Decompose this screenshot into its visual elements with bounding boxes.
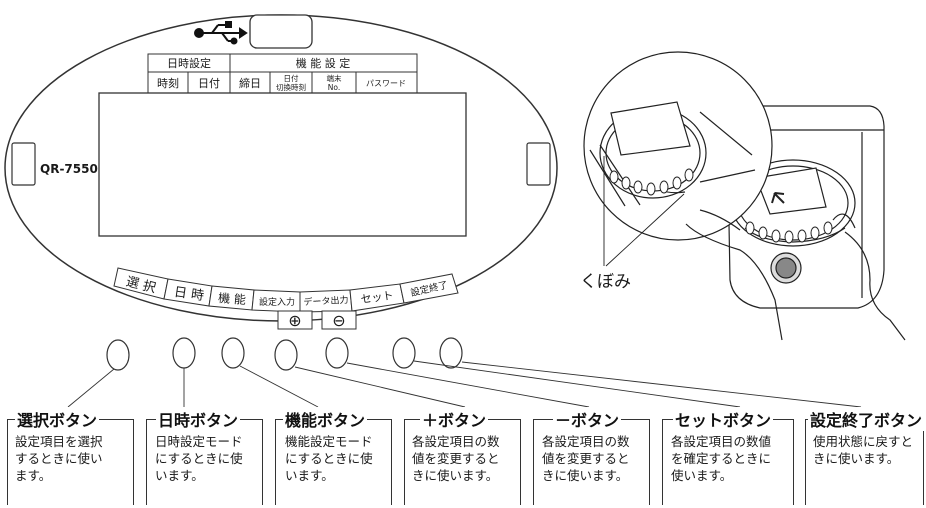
callout-title-function: 機能ボタン — [283, 407, 368, 431]
callout-title-set: セットボタン — [673, 407, 774, 431]
header-sub-terminal-2: No. — [328, 83, 340, 92]
header-sub-terminal-1: 端末 — [327, 73, 342, 83]
key-label-function: 機 能 — [218, 290, 247, 307]
function-button[interactable] — [221, 337, 245, 369]
setting-end-button[interactable] — [439, 337, 463, 369]
plus-button[interactable] — [274, 339, 298, 371]
key-label-band — [113, 267, 459, 330]
header-sub-password: パスワード — [366, 79, 406, 88]
callout-desc-select: 設定項目を選択 するときに使い ます。 — [15, 434, 103, 483]
recess-leaders — [603, 156, 685, 267]
callout-desc-setting-end: 使用状態に戻すと きに使います。 — [813, 434, 914, 466]
callout-title-datetime: 日時ボタン — [156, 407, 241, 431]
key-label-datetime: 日 時 — [173, 285, 205, 304]
leader-lines — [67, 360, 862, 408]
recess-label: くぼみ — [580, 272, 631, 292]
header-sub-date: 日付 — [198, 77, 220, 90]
button-ring-photo — [609, 168, 833, 244]
callout-desc-function: 機能設定モード にするときに使 います。 — [285, 434, 373, 483]
header-group-datetime: 日時設定 — [167, 56, 211, 70]
side-slot-left — [11, 142, 36, 186]
usb-port — [249, 14, 313, 49]
header-sub-date-switch-1: 日付 — [284, 73, 299, 83]
callout-desc-datetime: 日時設定モード にするときに使 います。 — [155, 434, 243, 483]
key-label-set: セット — [360, 289, 394, 306]
select-button[interactable] — [106, 339, 130, 371]
usb-icon — [194, 21, 248, 45]
callout-title-setting-end: 設定終了ボタン — [808, 407, 925, 431]
callout-desc-minus: 各設定項目の数 値を変更すると きに使います。 — [542, 434, 630, 483]
minus-symbol: ⊖ — [332, 311, 345, 330]
minus-button[interactable] — [325, 337, 349, 369]
plus-symbol: ⊕ — [288, 311, 301, 330]
side-slot-right — [526, 142, 551, 186]
key-label-setting-input: 設定入力 — [259, 296, 295, 308]
callout-title-plus: ＋ボタン — [420, 407, 489, 431]
set-button[interactable] — [392, 337, 416, 369]
callout-title-select: 選択ボタン — [15, 407, 100, 431]
lcd-display — [98, 92, 467, 237]
datetime-button[interactable] — [172, 337, 196, 369]
header-sub-time: 時刻 — [157, 76, 179, 90]
model-label: QR-7550 — [40, 162, 98, 176]
callout-desc-plus: 各設定項目の数 値を変更すると きに使います。 — [412, 434, 500, 483]
header-group-function: 機 能 設 定 — [296, 56, 351, 70]
terminal-photo — [583, 51, 906, 341]
key-label-select: 選 択 — [124, 275, 157, 297]
key-label-data-output: データ出力 — [303, 294, 349, 308]
callout-title-minus: －ボタン — [553, 407, 622, 431]
header-sub-closing-day: 締日 — [239, 76, 261, 90]
header-sub-date-switch-2: 切換時刻 — [276, 82, 306, 92]
callout-desc-set: 各設定項目の数値 を確定するときに 使います。 — [671, 434, 772, 483]
